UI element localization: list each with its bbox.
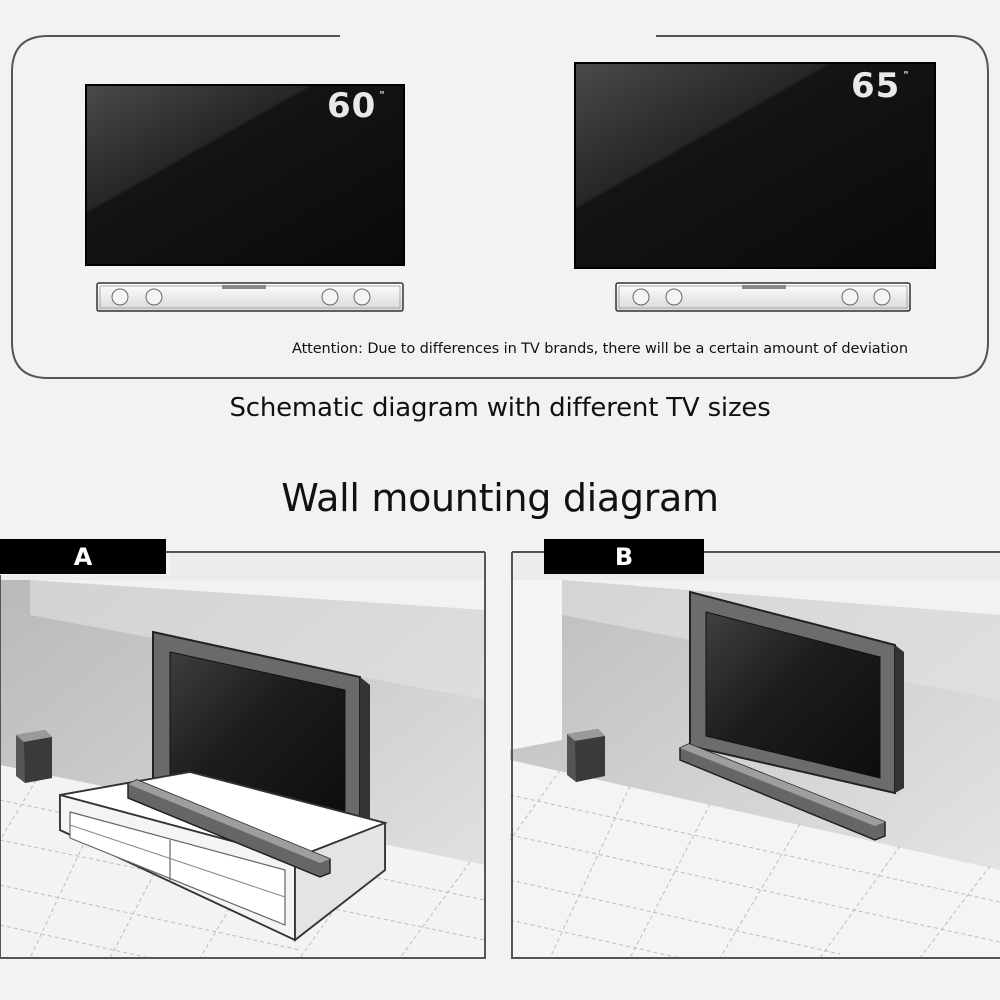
soundbar-left: [96, 282, 404, 312]
panel-tag-b: B: [544, 539, 704, 574]
panel-tag-a: A: [0, 539, 166, 574]
schematic-caption: Schematic diagram with different TV size…: [229, 393, 771, 423]
tv-size-label-65: 65": [851, 66, 910, 106]
tv-size-label-60: 60": [327, 86, 386, 126]
schematic-frame: [11, 35, 989, 379]
tv-60-inch: [85, 84, 405, 266]
wall-mounting-title: Wall mounting diagram: [281, 476, 719, 520]
soundbar-right: [615, 282, 911, 312]
panel-b-illustration: [510, 551, 1000, 960]
tv-65-inch: [574, 62, 936, 269]
panel-a-illustration: [0, 551, 486, 960]
attention-note: Attention: Due to differences in TV bran…: [292, 341, 908, 357]
tv-size-schematic: [11, 35, 989, 379]
